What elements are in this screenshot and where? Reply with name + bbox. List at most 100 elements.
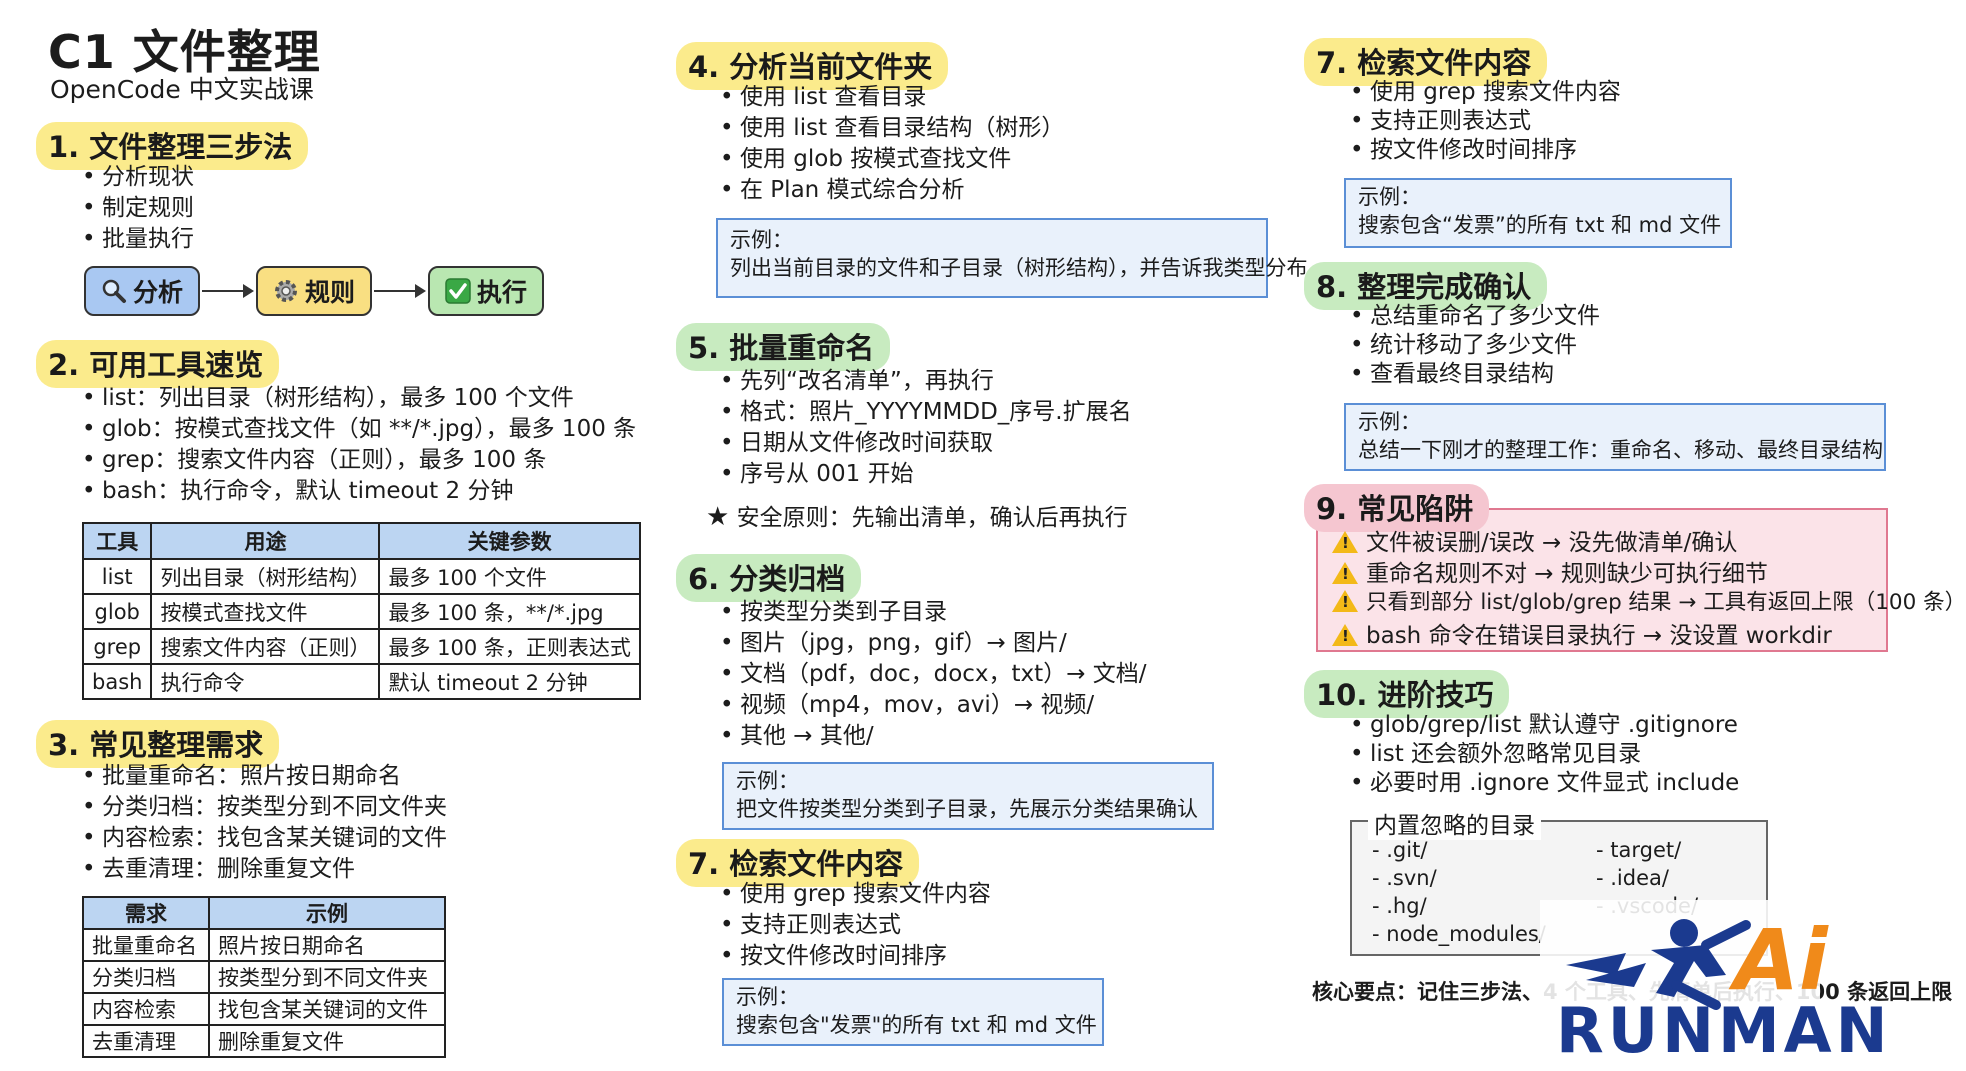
section-7-right-example: 示例： 搜索包含“发票”的所有 txt 和 md 文件 — [1344, 178, 1732, 248]
warning-icon — [1332, 624, 1358, 646]
list-item: 图片（jpg，png，gif）→ 图片/ — [720, 628, 1147, 659]
list-item: 按文件修改时间排序 — [720, 941, 991, 972]
list-item: 查看最终目录结构 — [1350, 360, 1600, 389]
section-8-example: 示例： 总结一下刚才的整理工作：重命名、移动、最终目录结构 — [1344, 403, 1886, 471]
table-header: 工具 — [81, 522, 153, 560]
example-label: 示例： — [736, 985, 799, 1009]
section-10-list: glob/grep/list 默认遵守 .gitignore list 还会额外… — [1350, 711, 1739, 798]
table-cell: 最多 100 条，正则表达式 — [378, 628, 641, 665]
magnifier-icon — [102, 279, 126, 303]
list-item: 制定规则 — [82, 193, 194, 224]
table-cell: 默认 timeout 2 分钟 — [378, 663, 641, 700]
list-item: 分析现状 — [82, 162, 194, 193]
section-4-example: 示例： 列出当前目录的文件和子目录（树形结构），并告诉我类型分布 — [716, 218, 1308, 298]
table-cell: 分类归档 — [82, 960, 210, 994]
table-cell: list — [81, 558, 153, 595]
table-cell: 最多 100 个文件 — [378, 558, 641, 595]
list-item: 分类归档：按类型分到不同文件夹 — [82, 792, 447, 823]
list-item: list 还会额外忽略常见目录 — [1350, 740, 1739, 769]
table-cell: grep — [81, 628, 153, 665]
section-10-title: 10. 进阶技巧 — [1304, 670, 1510, 718]
table-row: 内容检索 找包含某关键词的文件 — [82, 992, 446, 1026]
table-cell: glob — [81, 593, 153, 630]
table-cell: 执行命令 — [150, 663, 381, 700]
list-item: 视频（mp4，mov，avi）→ 视频/ — [720, 690, 1147, 721]
example-label: 示例： — [736, 769, 799, 793]
section-1-list: 分析现状 制定规则 批量执行 — [82, 162, 194, 255]
ignored-dir: - .idea/ — [1596, 866, 1669, 890]
table-cell: 最多 100 条，**/*.jpg — [378, 593, 641, 630]
pitfall-item: 只看到部分 list/glob/grep 结果 → 工具有返回上限（100 条） — [1332, 585, 1966, 616]
ignored-dir: - .hg/ — [1372, 894, 1427, 918]
gear-icon — [274, 280, 297, 302]
list-item: 使用 list 查看目录结构（树形） — [720, 113, 1064, 144]
watermark-text: RUNMAN — [1556, 994, 1892, 1067]
pitfall-text: 重命名规则不对 → 规则缺少可执行细节 — [1366, 561, 1768, 587]
list-item: grep：搜索文件内容（正则），最多 100 条 — [82, 445, 636, 476]
list-item: 内容检索：找包含某关键词的文件 — [82, 823, 447, 854]
list-item: 序号从 001 开始 — [720, 459, 1132, 490]
table-cell: 去重清理 — [82, 1024, 210, 1058]
needs-table: 需求 示例 批量重命名 照片按日期命名 分类归档 按类型分到不同文件夹 内容检索… — [82, 896, 446, 1058]
list-item: 必要时用 .ignore 文件显式 include — [1350, 769, 1739, 798]
table-row: bash 执行命令 默认 timeout 2 分钟 — [81, 663, 641, 700]
pitfall-text: bash 命令在错误目录执行 → 没设置 workdir — [1366, 623, 1832, 649]
section-2-title: 2. 可用工具速览 — [36, 340, 280, 388]
ignored-dir: - node_modules/ — [1372, 922, 1546, 946]
flow-arrow — [374, 284, 426, 298]
table-cell: 照片按日期命名 — [208, 928, 446, 962]
warning-icon — [1332, 531, 1358, 553]
flow-step-analyze: 分析 — [84, 266, 200, 316]
list-item: glob：按模式查找文件（如 **/*.jpg），最多 100 条 — [82, 414, 636, 445]
list-item: 日期从文件修改时间获取 — [720, 428, 1132, 459]
table-cell: 按类型分到不同文件夹 — [208, 960, 446, 994]
table-row: 批量重命名 照片按日期命名 — [82, 928, 446, 962]
table-cell: 按模式查找文件 — [150, 593, 381, 630]
pitfall-item: bash 命令在错误目录执行 → 没设置 workdir — [1332, 616, 1832, 650]
section-6-example: 示例： 把文件按类型分类到子目录，先展示分类结果确认 — [722, 762, 1214, 830]
tools-table: 工具 用途 关键参数 list 列出目录（树形结构） 最多 100 个文件 gl… — [81, 522, 641, 700]
example-text: 搜索包含“发票”的所有 txt 和 md 文件 — [1358, 213, 1722, 237]
list-item: 使用 glob 按模式查找文件 — [720, 144, 1064, 175]
example-text: 搜索包含"发票"的所有 txt 和 md 文件 — [736, 1013, 1097, 1037]
table-row: list 列出目录（树形结构） 最多 100 个文件 — [81, 558, 641, 595]
pitfall-item: 重命名规则不对 → 规则缺少可执行细节 — [1332, 554, 1768, 588]
list-item: 文档（pdf，doc，docx，txt）→ 文档/ — [720, 659, 1147, 690]
list-item: 使用 grep 搜索文件内容 — [720, 879, 991, 910]
list-item: 按类型分类到子目录 — [720, 597, 1147, 628]
list-item: 使用 grep 搜索文件内容 — [1350, 78, 1621, 107]
flow-step-execute: 执行 — [428, 266, 544, 316]
list-item: 其他 → 其他/ — [720, 721, 1147, 752]
watermark-accent: Ai — [1734, 911, 1828, 1009]
list-item: list：列出目录（树形结构），最多 100 个文件 — [82, 383, 636, 414]
example-label: 示例： — [1358, 410, 1421, 434]
example-label: 示例： — [730, 228, 793, 252]
list-item: 按文件修改时间排序 — [1350, 136, 1621, 165]
example-text: 总结一下刚才的整理工作：重命名、移动、最终目录结构 — [1358, 438, 1883, 462]
ignored-dir: - .git/ — [1372, 838, 1428, 862]
section-4-list: 使用 list 查看目录 使用 list 查看目录结构（树形） 使用 glob … — [720, 82, 1064, 206]
pitfalls-panel — [1316, 508, 1888, 652]
table-cell: 内容检索 — [82, 992, 210, 1026]
page-subtitle: OpenCode 中文实战课 — [50, 75, 314, 104]
table-row: grep 搜索文件内容（正则） 最多 100 条，正则表达式 — [81, 628, 641, 665]
flow-step-label: 规则 — [304, 278, 355, 307]
pitfall-text: 只看到部分 list/glob/grep 结果 → 工具有返回上限（100 条） — [1366, 590, 1966, 615]
section-6-list: 按类型分类到子目录 图片（jpg，png，gif）→ 图片/ 文档（pdf，do… — [720, 597, 1147, 752]
table-cell: 列出目录（树形结构） — [150, 558, 381, 595]
list-item: 去重清理：删除重复文件 — [82, 854, 447, 885]
table-cell: bash — [81, 663, 153, 700]
table-cell: 删除重复文件 — [208, 1024, 446, 1058]
ignored-dir: - target/ — [1596, 838, 1682, 862]
ignored-dir: - .svn/ — [1372, 866, 1437, 890]
safety-principle: ★ 安全原则：先输出清单，确认后再执行 — [706, 498, 1128, 532]
table-cell: 找包含某关键词的文件 — [208, 992, 446, 1026]
table-row: 分类归档 按类型分到不同文件夹 — [82, 960, 446, 994]
checkmark-icon — [445, 278, 471, 304]
section-8-list: 总结重命名了多少文件 统计移动了多少文件 查看最终目录结构 — [1350, 302, 1600, 389]
section-7-right-list: 使用 grep 搜索文件内容 支持正则表达式 按文件修改时间排序 — [1350, 78, 1621, 165]
example-label: 示例： — [1358, 185, 1421, 209]
flow-step-rules: 规则 — [256, 266, 372, 316]
runner-logo-icon — [1566, 919, 1751, 1010]
section-7-list: 使用 grep 搜索文件内容 支持正则表达式 按文件修改时间排序 — [720, 879, 991, 972]
